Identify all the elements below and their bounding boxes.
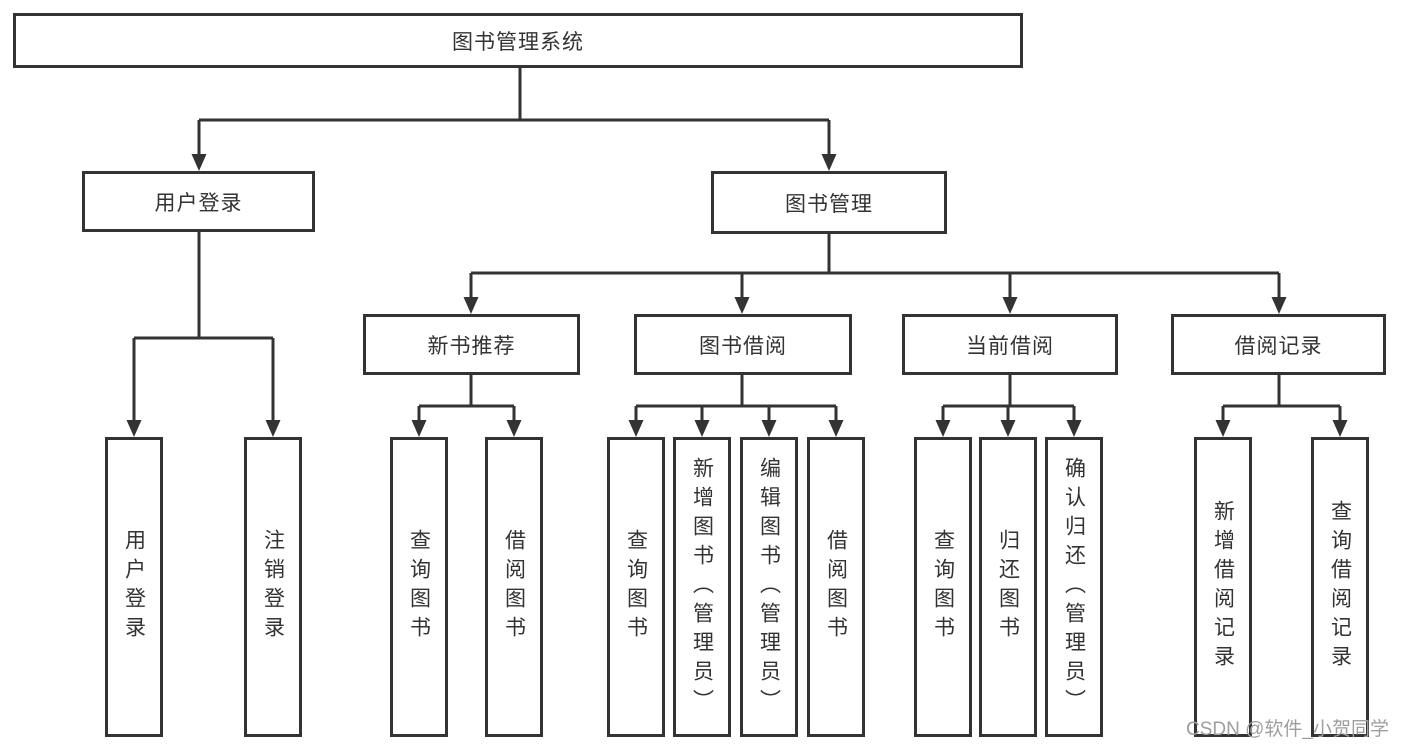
- node-cb-confirm-return-label: 确认归还（管理员）: [1062, 456, 1086, 718]
- node-bb-edit-book: 编辑图书（管理员）: [740, 437, 798, 737]
- node-leaf-user-login-label: 用户登录: [122, 529, 146, 645]
- connector-current-borrow: [941, 375, 1076, 422]
- node-cb-query-book-label: 查询图书: [931, 529, 955, 645]
- node-borrow-record: 借阅记录: [1171, 314, 1386, 375]
- node-bb-add-book-label: 新增图书（管理员）: [690, 456, 714, 718]
- node-rec-borrow-book: 借阅图书: [485, 437, 543, 737]
- node-br-add-record-label: 新增借阅记录: [1211, 500, 1235, 674]
- node-leaf-logout: 注销登录: [244, 437, 302, 737]
- node-current-borrow-label: 当前借阅: [966, 334, 1054, 358]
- node-user-login: 用户登录: [82, 171, 315, 232]
- connector-new-book-rec: [417, 375, 516, 422]
- node-leaf-user-login: 用户登录: [105, 437, 163, 737]
- node-bb-edit-book-label: 编辑图书（管理员）: [757, 456, 781, 718]
- node-rec-borrow-book-label: 借阅图书: [502, 529, 526, 645]
- csdn-watermark: CSDN @软件_小贺同学: [1186, 719, 1389, 740]
- node-bb-query-book: 查询图书: [607, 437, 665, 737]
- node-root: 图书管理系统: [13, 13, 1023, 68]
- node-bb-borrow-book: 借阅图书: [807, 437, 865, 737]
- node-br-add-record: 新增借阅记录: [1194, 437, 1252, 737]
- connector-root: [197, 68, 831, 156]
- node-cb-return-book: 归还图书: [979, 437, 1037, 737]
- connector-user-login: [132, 232, 275, 422]
- node-book-borrow: 图书借阅: [634, 314, 852, 375]
- node-cb-confirm-return: 确认归还（管理员）: [1045, 437, 1103, 737]
- node-borrow-record-label: 借阅记录: [1234, 334, 1323, 358]
- node-current-borrow: 当前借阅: [902, 314, 1118, 375]
- node-book-mgmt-label: 图书管理: [785, 192, 873, 216]
- node-cb-return-book-label: 归还图书: [996, 529, 1020, 645]
- connector-book-borrow: [634, 375, 838, 422]
- node-br-query-record-label: 查询借阅记录: [1328, 500, 1352, 674]
- arrowheads: [126, 154, 1348, 437]
- node-new-book-rec: 新书推荐: [363, 314, 580, 375]
- node-cb-query-book: 查询图书: [914, 437, 972, 737]
- node-bb-borrow-book-label: 借阅图书: [824, 529, 848, 645]
- node-new-book-rec-label: 新书推荐: [427, 334, 516, 358]
- node-root-label: 图书管理系统: [452, 30, 584, 54]
- node-leaf-logout-label: 注销登录: [261, 529, 285, 645]
- connector-borrow-record: [1221, 375, 1342, 422]
- node-user-login-label: 用户登录: [154, 191, 243, 215]
- node-book-borrow-label: 图书借阅: [699, 334, 787, 358]
- connector-book-mgmt: [469, 234, 1281, 299]
- node-rec-query-book-label: 查询图书: [407, 529, 431, 645]
- node-bb-add-book: 新增图书（管理员）: [673, 437, 731, 737]
- node-rec-query-book: 查询图书: [390, 437, 448, 737]
- node-bb-query-book-label: 查询图书: [624, 529, 648, 645]
- node-br-query-record: 查询借阅记录: [1311, 437, 1369, 737]
- node-book-mgmt: 图书管理: [711, 171, 947, 234]
